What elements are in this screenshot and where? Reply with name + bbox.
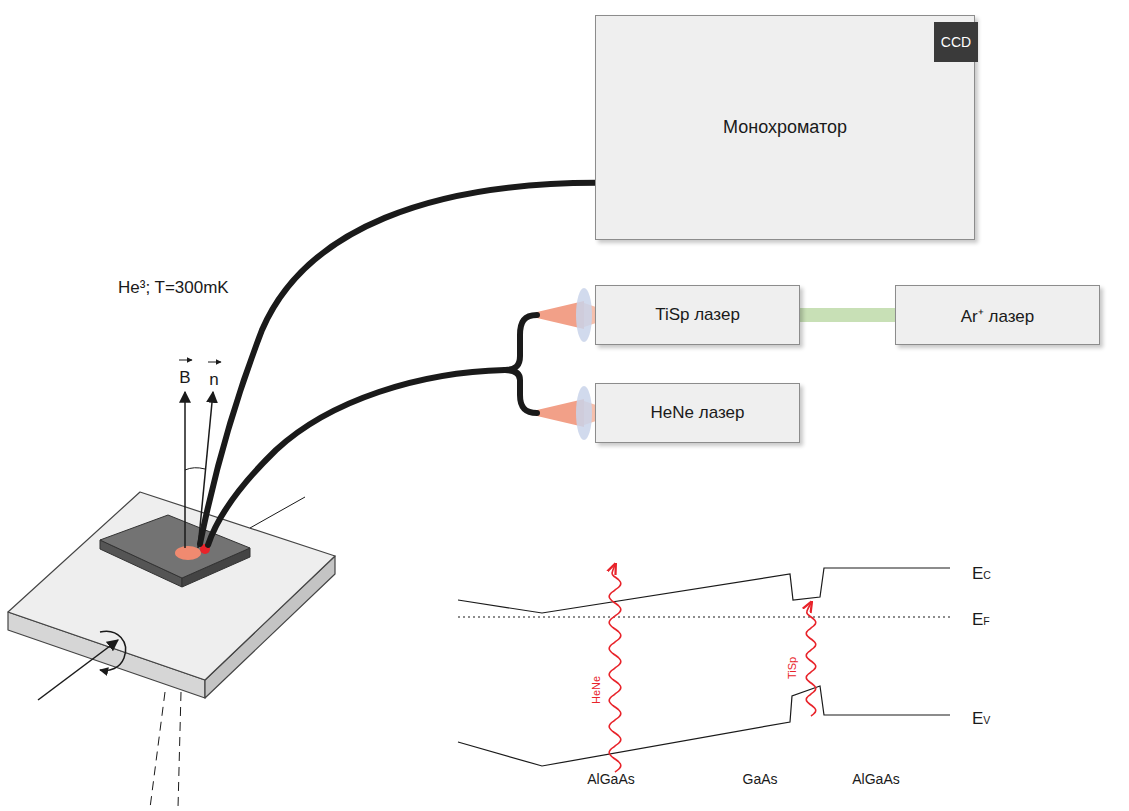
monochromator-box: Монохроматор CCD bbox=[595, 15, 975, 240]
photon-label: HeNe bbox=[591, 676, 602, 704]
node-label: Монохроматор bbox=[723, 117, 847, 138]
sample-chip bbox=[100, 515, 250, 587]
pump-beam bbox=[800, 308, 895, 322]
dashed-axis bbox=[150, 692, 181, 808]
field-vectors bbox=[179, 360, 221, 548]
band-diagram bbox=[458, 568, 950, 766]
cryostat-note: He³; T=300mK bbox=[118, 279, 229, 296]
optical-fiber bbox=[200, 183, 612, 545]
layer-label: AlGaAs bbox=[587, 772, 634, 786]
sample-holder bbox=[8, 492, 335, 698]
lens-beams bbox=[537, 288, 596, 440]
band-label: EF bbox=[972, 611, 990, 628]
photon-arrow bbox=[806, 603, 815, 716]
vector-label: n bbox=[209, 371, 218, 388]
laser-box: Ar⁺ лазер bbox=[895, 285, 1100, 345]
photon-label: TiSp bbox=[787, 657, 798, 679]
layer-label: GaAs bbox=[742, 772, 777, 786]
band-label: EV bbox=[972, 710, 990, 727]
rotation-symbol bbox=[38, 631, 126, 700]
laser-spot bbox=[175, 546, 201, 560]
vector-label: B bbox=[179, 369, 190, 386]
node-label: CCD bbox=[941, 34, 971, 50]
ccd-box: CCD bbox=[934, 22, 978, 62]
node-label: HeNe лазер bbox=[651, 403, 745, 423]
band-label: EC bbox=[972, 565, 991, 582]
node-label: TiSp лазер bbox=[655, 305, 740, 325]
laser-box: TiSp лазер bbox=[595, 285, 800, 345]
axis-line bbox=[250, 497, 305, 528]
node-label: Ar⁺ лазер bbox=[961, 304, 1034, 327]
photon-arrow bbox=[609, 565, 621, 772]
laser-box: HeNe лазер bbox=[595, 383, 800, 443]
photon-arrows bbox=[609, 565, 816, 772]
layer-label: AlGaAs bbox=[852, 772, 899, 786]
